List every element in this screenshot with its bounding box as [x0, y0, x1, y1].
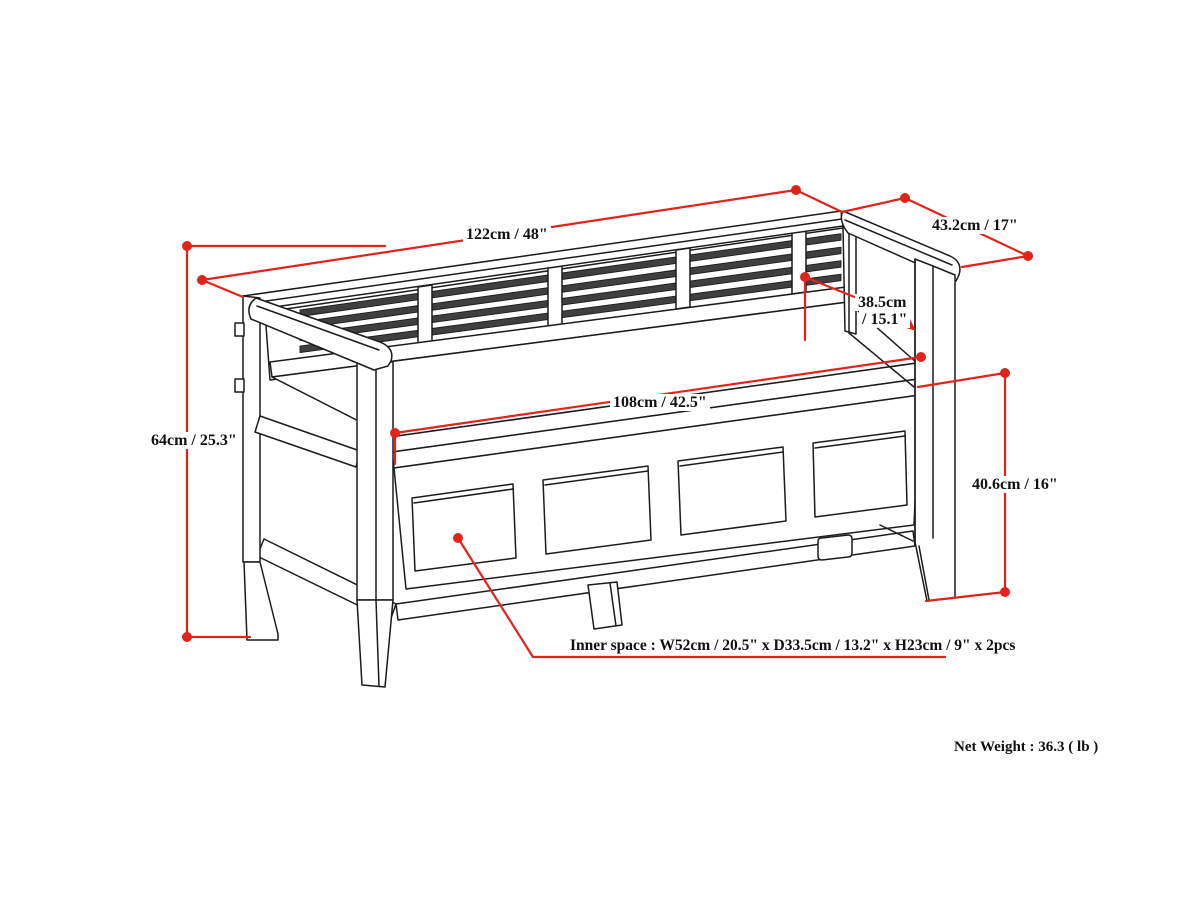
- dimension-seat-width-label: 108cm / 42.5": [610, 394, 710, 411]
- dimension-arm-height-label-line2: / 15.1": [859, 311, 911, 328]
- left-front-post: [356, 359, 394, 601]
- dimension-overall-depth-label: 43.2cm / 17": [929, 217, 1021, 234]
- dimension-arm-height-label-line1: 38.5cm: [855, 294, 910, 311]
- post-tenon-lower: [234, 378, 245, 393]
- right-arm-post: [914, 258, 956, 602]
- left-back-leg: [243, 561, 279, 641]
- front-stretcher: [395, 530, 916, 621]
- dimension-seat-height-label: 40.6cm / 16": [969, 476, 1061, 493]
- storage-panels: [411, 430, 908, 572]
- right-side-rail-fragment: [879, 524, 914, 542]
- back-slats: [299, 233, 842, 354]
- storage-box-front: [393, 394, 921, 590]
- inner-space-note: Inner space : W52cm / 20.5" x D33.5cm / …: [570, 637, 1016, 654]
- mid-right-foot: [817, 534, 853, 561]
- post-tenon-upper: [234, 322, 245, 337]
- bench-black-linework: [234, 210, 961, 688]
- left-front-leg: [356, 599, 394, 688]
- seat-cushion-right-edge: [848, 332, 915, 388]
- dimension-overall-height-label: 64cm / 25.3": [148, 432, 240, 449]
- net-weight-note: Net Weight : 36.3 ( lb ): [954, 739, 1099, 755]
- middle-leg: [587, 581, 623, 630]
- right-arm-rail: [840, 210, 961, 282]
- dimension-overall-width-label: 122cm / 48": [463, 226, 551, 243]
- inner-space-leader: [456, 536, 535, 659]
- dimension-red-dots: [182, 185, 1033, 642]
- left-seat-rail: [254, 415, 361, 468]
